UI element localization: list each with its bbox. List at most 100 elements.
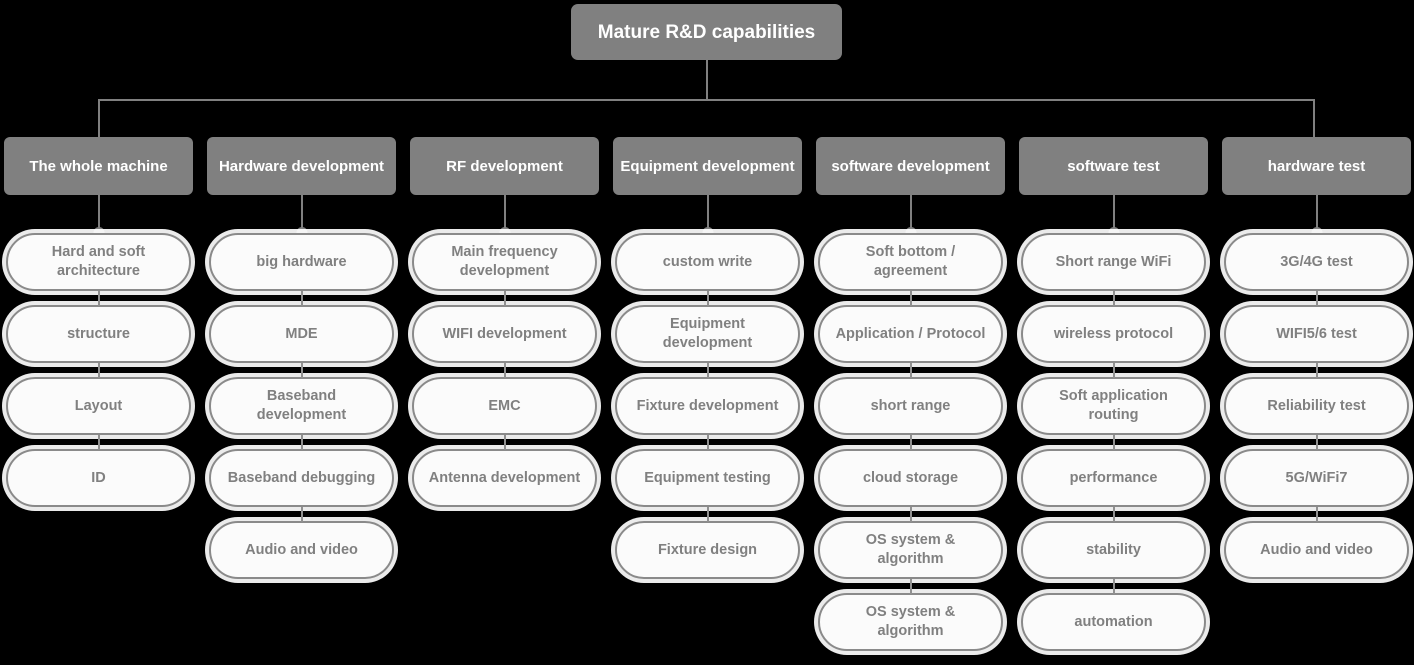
capability-pill[interactable]: OS system & algorithm	[818, 593, 1003, 651]
capability-pill[interactable]: wireless protocol	[1021, 305, 1206, 363]
pill-wrapper: MDE	[207, 305, 396, 363]
pill-wrapper: performance	[1019, 449, 1208, 507]
capability-pill[interactable]: Antenna development	[412, 449, 597, 507]
connector-header-stem	[1019, 195, 1208, 233]
pill-wrapper: Equipment testing	[613, 449, 802, 507]
pill-wrapper: Audio and video	[1222, 521, 1411, 579]
capability-pill[interactable]: Hard and soft architecture	[6, 233, 191, 291]
connector-header-stem	[410, 195, 599, 233]
pill-wrapper: Hard and soft architecture	[4, 233, 193, 291]
connector-header-stem	[816, 195, 1005, 233]
pill-wrapper: WIFI5/6 test	[1222, 305, 1411, 363]
root-node[interactable]: Mature R&D capabilities	[571, 4, 842, 60]
capability-pill[interactable]: ID	[6, 449, 191, 507]
capability-pill[interactable]: Equipment testing	[615, 449, 800, 507]
pill-wrapper: OS system & algorithm	[816, 593, 1005, 651]
capability-pill[interactable]: Layout	[6, 377, 191, 435]
column-header[interactable]: hardware test	[1222, 137, 1411, 195]
pill-wrapper: Audio and video	[207, 521, 396, 579]
pill-wrapper: OS system & algorithm	[816, 521, 1005, 579]
capability-pill[interactable]: 3G/4G test	[1224, 233, 1409, 291]
capability-pill[interactable]: Soft application routing	[1021, 377, 1206, 435]
connector-header-stem	[207, 195, 396, 233]
capability-pill[interactable]: WIFI5/6 test	[1224, 305, 1409, 363]
capability-pill[interactable]: automation	[1021, 593, 1206, 651]
capability-pill[interactable]: OS system & algorithm	[818, 521, 1003, 579]
pill-wrapper: custom write	[613, 233, 802, 291]
pill-wrapper: Fixture design	[613, 521, 802, 579]
pill-wrapper: automation	[1019, 593, 1208, 651]
capability-pill[interactable]: Soft bottom / agreement	[818, 233, 1003, 291]
capability-pill[interactable]: Application / Protocol	[818, 305, 1003, 363]
column-header[interactable]: The whole machine	[4, 137, 193, 195]
capability-pill[interactable]: Fixture development	[615, 377, 800, 435]
capability-pill[interactable]: Fixture design	[615, 521, 800, 579]
pill-wrapper: EMC	[410, 377, 599, 435]
pill-wrapper: wireless protocol	[1019, 305, 1208, 363]
column-header[interactable]: Equipment development	[613, 137, 802, 195]
capability-pill[interactable]: cloud storage	[818, 449, 1003, 507]
connector-drop-left	[98, 99, 100, 137]
pill-wrapper: Baseband debugging	[207, 449, 396, 507]
pill-wrapper: Fixture development	[613, 377, 802, 435]
pill-wrapper: Equipment development	[613, 305, 802, 363]
capability-pill[interactable]: Baseband debugging	[209, 449, 394, 507]
column-header[interactable]: software test	[1019, 137, 1208, 195]
connector-root-stem	[706, 60, 708, 100]
pill-wrapper: big hardware	[207, 233, 396, 291]
capability-pill[interactable]: custom write	[615, 233, 800, 291]
capability-pill[interactable]: structure	[6, 305, 191, 363]
pill-wrapper: Baseband development	[207, 377, 396, 435]
capability-pill[interactable]: Main frequency development	[412, 233, 597, 291]
connector-header-stem	[1222, 195, 1411, 233]
pill-wrapper: Reliability test	[1222, 377, 1411, 435]
pill-wrapper: Antenna development	[410, 449, 599, 507]
column-header[interactable]: software development	[816, 137, 1005, 195]
capability-pill[interactable]: Audio and video	[1224, 521, 1409, 579]
pill-wrapper: Soft application routing	[1019, 377, 1208, 435]
capability-pill[interactable]: big hardware	[209, 233, 394, 291]
connector-horizontal-bus	[98, 99, 1315, 101]
capability-pill[interactable]: Audio and video	[209, 521, 394, 579]
pill-wrapper: stability	[1019, 521, 1208, 579]
capability-pill[interactable]: Equipment development	[615, 305, 800, 363]
pill-wrapper: Soft bottom / agreement	[816, 233, 1005, 291]
capability-pill[interactable]: stability	[1021, 521, 1206, 579]
pill-wrapper: cloud storage	[816, 449, 1005, 507]
capability-pill[interactable]: MDE	[209, 305, 394, 363]
capability-pill[interactable]: 5G/WiFi7	[1224, 449, 1409, 507]
capability-pill[interactable]: short range	[818, 377, 1003, 435]
pill-wrapper: 3G/4G test	[1222, 233, 1411, 291]
connector-drop-right	[1313, 99, 1315, 137]
capability-pill[interactable]: WIFI development	[412, 305, 597, 363]
column-header[interactable]: RF development	[410, 137, 599, 195]
pill-wrapper: Short range WiFi	[1019, 233, 1208, 291]
capability-pill[interactable]: performance	[1021, 449, 1206, 507]
pill-wrapper: ID	[4, 449, 193, 507]
connector-header-stem	[613, 195, 802, 233]
pill-wrapper: WIFI development	[410, 305, 599, 363]
capability-pill[interactable]: Short range WiFi	[1021, 233, 1206, 291]
capability-pill[interactable]: EMC	[412, 377, 597, 435]
pill-wrapper: structure	[4, 305, 193, 363]
capability-pill[interactable]: Baseband development	[209, 377, 394, 435]
connector-header-stem	[4, 195, 193, 233]
column-header[interactable]: Hardware development	[207, 137, 396, 195]
pill-wrapper: Layout	[4, 377, 193, 435]
capability-pill[interactable]: Reliability test	[1224, 377, 1409, 435]
